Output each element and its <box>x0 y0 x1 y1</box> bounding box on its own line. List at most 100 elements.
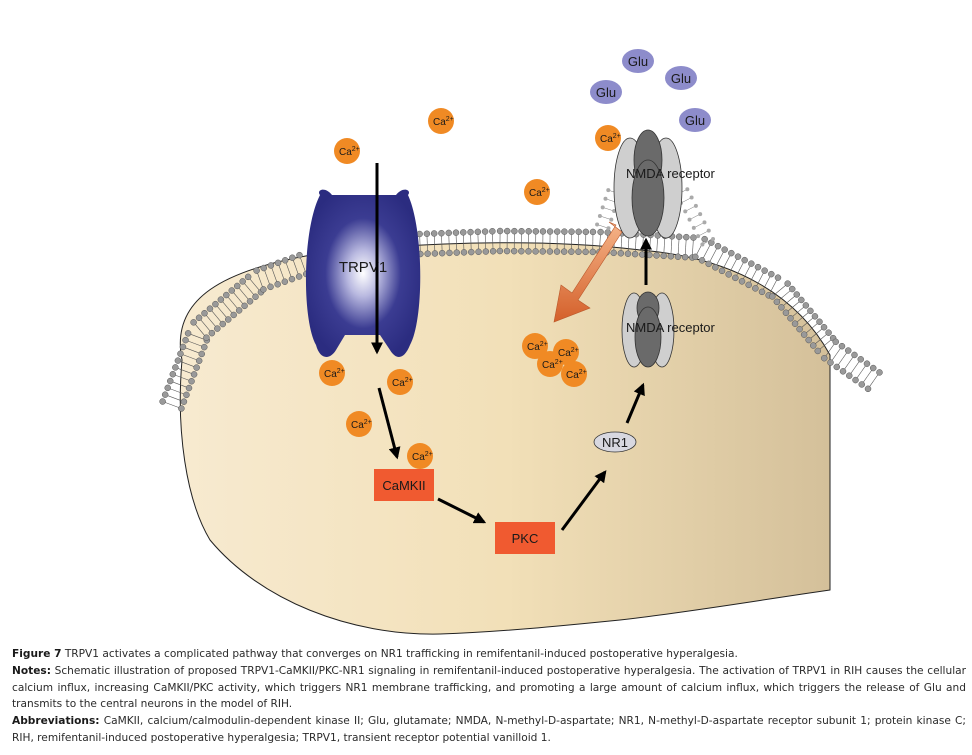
lipid-head <box>793 291 801 298</box>
lipid-head <box>496 227 504 235</box>
nmda-receptor-membrane: NMDA receptor <box>613 129 716 239</box>
lipid-head <box>683 209 688 214</box>
lipid-head <box>758 288 766 296</box>
lipid-head <box>575 248 582 256</box>
lipid-head <box>863 360 871 367</box>
glutamate-ellipse <box>590 80 622 104</box>
camkii-node: CaMKII <box>374 469 434 501</box>
lipid-head <box>858 381 866 388</box>
lipid-head <box>525 248 532 255</box>
lipid-head <box>791 320 799 327</box>
lipid-head <box>660 252 667 260</box>
calcium-ion: Ca2+ <box>387 369 413 395</box>
lipid-head <box>718 267 726 275</box>
lipid-head <box>568 228 575 235</box>
lipid-head <box>568 248 575 255</box>
lipid-head <box>814 347 822 355</box>
camkii-label: CaMKII <box>382 478 425 493</box>
lipid-head <box>784 280 791 287</box>
lipid-head <box>816 318 823 326</box>
calcium-ion-circle <box>407 443 433 469</box>
lipid-head <box>223 291 230 299</box>
lipid-head <box>748 260 755 267</box>
lipid-head <box>800 331 808 338</box>
lipid-head <box>827 359 834 366</box>
lipid-head <box>706 228 711 233</box>
lipid-head <box>217 296 225 303</box>
figure-label: Figure 7 <box>12 648 62 660</box>
lipid-head <box>774 274 782 281</box>
camkii-to-pkc-arrow <box>437 497 487 524</box>
lipid-head <box>667 253 675 260</box>
lipid-head <box>431 250 439 257</box>
lipid-head <box>539 228 547 235</box>
lipid-head <box>600 205 605 210</box>
lipid-head <box>241 302 248 310</box>
lipid-head <box>198 350 205 358</box>
calcium-ion-circle <box>334 138 360 164</box>
glutamate: Glu <box>622 49 654 73</box>
lipid-head <box>798 296 805 304</box>
lipid-head <box>260 286 267 293</box>
glutamate-ellipse <box>679 108 711 132</box>
lipid-head <box>820 323 828 331</box>
glutamate-ellipse <box>622 49 654 73</box>
calcium-ion-circle <box>522 333 548 359</box>
lipid-head <box>687 217 692 222</box>
lipid-head <box>489 228 496 235</box>
lipid-head <box>214 325 221 332</box>
lipid-head <box>857 356 864 363</box>
lipid-head <box>525 228 532 235</box>
lipid-head <box>212 300 219 308</box>
calcium-ion: Ca2+ <box>524 179 550 205</box>
lipid-head <box>698 212 703 217</box>
lipid-head <box>691 225 696 230</box>
lipid-head <box>839 368 847 375</box>
lipid-head <box>732 274 739 282</box>
calcium-ion-circle <box>387 369 413 395</box>
ca-to-camkii-arrow <box>377 387 401 460</box>
lipid-head <box>446 249 453 257</box>
lipid-head <box>453 249 460 256</box>
lipid-head <box>728 249 735 257</box>
lipid-head <box>167 377 174 385</box>
lipid-head <box>423 230 431 237</box>
lipid-head <box>532 228 540 235</box>
lipid-head <box>246 298 254 305</box>
lipid-head <box>689 195 694 200</box>
lipid-head <box>690 234 697 241</box>
lipid-head <box>252 293 259 301</box>
lipid-head <box>267 262 275 269</box>
calcium-ion: Ca2+ <box>334 138 360 164</box>
lipid-head <box>693 203 698 208</box>
lipid-head <box>869 364 877 372</box>
lipid-head <box>201 343 208 351</box>
lipid-head <box>288 275 296 283</box>
lipid-head <box>825 329 832 336</box>
trpv1-channel: TRPV1 <box>305 189 421 357</box>
glutamate: Glu <box>665 66 697 90</box>
lipid-head <box>846 372 853 379</box>
lipid-head <box>833 363 841 371</box>
calcium-ion: Ca2+ <box>428 108 454 134</box>
lipid-head <box>802 302 810 309</box>
lipid-head <box>782 309 790 317</box>
lipid-head <box>503 227 511 235</box>
lipid-head <box>700 242 705 247</box>
lipid-head <box>289 254 296 261</box>
lipid-head <box>296 251 303 259</box>
calcium-ion: Ca2+ <box>522 333 548 359</box>
lipid-head <box>539 248 547 255</box>
lipid-head <box>741 256 748 264</box>
lipid-head <box>624 250 632 257</box>
lipid-head <box>610 249 617 257</box>
pkc-to-nr1-arrow <box>560 470 607 531</box>
lipid-head <box>161 391 169 398</box>
lipid-head <box>773 298 781 306</box>
glutamate-ellipse <box>665 66 697 90</box>
lipid-head <box>864 385 872 393</box>
lipid-head <box>844 347 852 354</box>
glutamate: Glu <box>679 108 711 132</box>
lipid-head <box>195 357 203 365</box>
lipid-head <box>452 229 460 236</box>
